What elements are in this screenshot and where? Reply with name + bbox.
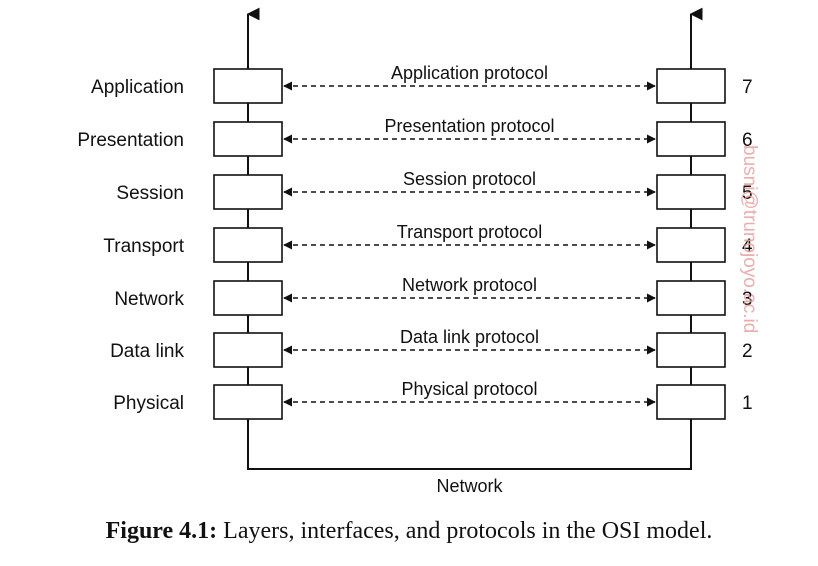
protocol-label: Data link protocol: [400, 327, 539, 347]
layer-label: Application: [91, 77, 184, 98]
left-layer-box: [213, 121, 283, 157]
layer-label: Physical: [113, 393, 184, 414]
protocol-label: Application protocol: [391, 63, 548, 83]
network-link: Network: [248, 468, 691, 496]
right-layer-box: [656, 121, 726, 157]
layer-numbers: 7 6 5 4 3 2 1: [742, 77, 753, 414]
right-layer-box: [656, 174, 726, 210]
left-layer-box: [213, 280, 283, 316]
layer-number: 6: [742, 130, 753, 151]
right-layer-box: [656, 280, 726, 316]
protocol-label: Transport protocol: [397, 222, 542, 242]
protocol-label: Network protocol: [402, 275, 537, 295]
layer-label: Network: [114, 289, 184, 310]
protocol-label: Physical protocol: [401, 379, 537, 399]
figure-caption-label: Figure 4.1:: [105, 518, 218, 544]
layer-number: 7: [742, 77, 753, 98]
network-label: Network: [436, 476, 503, 496]
watermark-text: busni@trunojoyo.ac.id: [739, 145, 760, 333]
layer-label: Data link: [110, 341, 184, 362]
left-layer-box: [213, 227, 283, 263]
figure-caption: Figure 4.1: Layers, interfaces, and prot…: [0, 518, 818, 545]
left-layer-box: [213, 174, 283, 210]
right-host-stack: [656, 7, 726, 470]
left-layer-box: [213, 68, 283, 104]
right-layer-box: [656, 227, 726, 263]
layer-label: Transport: [103, 236, 184, 257]
layer-label: Presentation: [77, 130, 184, 151]
protocol-label: Presentation protocol: [384, 116, 554, 136]
layer-number: 1: [742, 393, 753, 414]
layer-label: Session: [116, 183, 184, 204]
left-layer-box: [213, 332, 283, 368]
layer-number: 4: [742, 236, 753, 257]
layer-number: 2: [742, 341, 753, 362]
left-host-stack: [213, 7, 283, 470]
layer-labels: ApplicationPresentationSessionTransportN…: [77, 77, 184, 414]
right-layer-box: [656, 332, 726, 368]
layer-number: 5: [742, 183, 753, 204]
right-layer-box: [656, 68, 726, 104]
layer-number: 3: [742, 289, 753, 310]
protocol-label: Session protocol: [403, 169, 536, 189]
left-layer-box: [213, 384, 283, 420]
right-layer-box: [656, 384, 726, 420]
figure-caption-text: Layers, interfaces, and protocols in the…: [217, 518, 713, 544]
